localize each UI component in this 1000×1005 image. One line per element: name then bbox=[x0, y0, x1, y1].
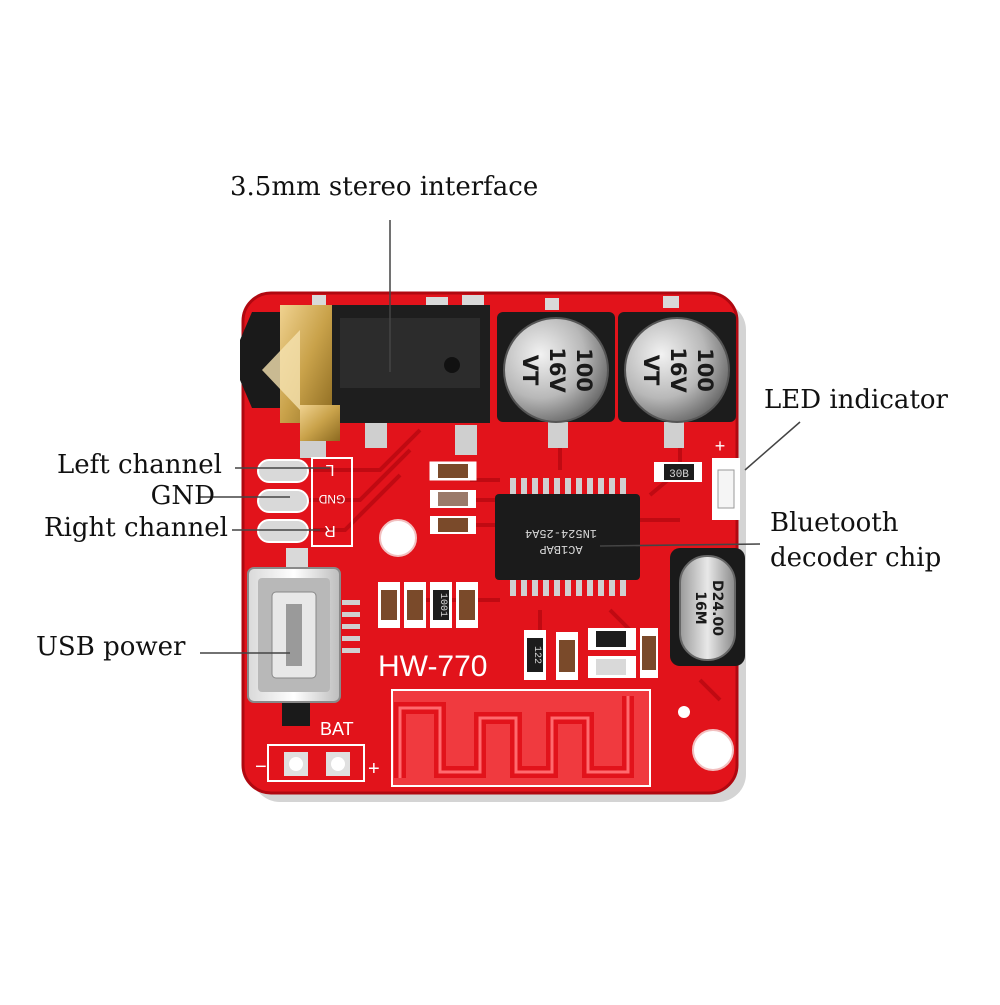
label-usb-power: USB power bbox=[36, 632, 186, 662]
mounting-hole bbox=[379, 519, 417, 557]
crystal: D24.00 16M bbox=[670, 548, 745, 666]
led-plus-label: + bbox=[715, 436, 726, 456]
pad bbox=[312, 295, 326, 305]
pad-label-gnd: GND bbox=[318, 492, 345, 506]
capacitor-1: 100 16V VT bbox=[497, 312, 615, 448]
bat-plus-label: + bbox=[368, 758, 380, 780]
bat-label: BAT bbox=[320, 719, 354, 739]
smd-components-lower: 1001 bbox=[378, 582, 478, 628]
capacitor-series: VT bbox=[639, 355, 663, 386]
capacitor-series: VT bbox=[518, 355, 542, 386]
chip-marking-2: 1N524-25A4 bbox=[525, 526, 597, 540]
battery-pads: − + bbox=[255, 744, 380, 782]
resistor-r1: 30B bbox=[654, 462, 702, 482]
audio-pads: L GND R bbox=[257, 457, 353, 547]
label-stereo-interface: 3.5mm stereo interface bbox=[230, 172, 539, 202]
label-gnd: GND bbox=[150, 481, 215, 511]
pcb-edge bbox=[241, 291, 739, 795]
crystal-marking-2: 16M bbox=[692, 591, 708, 624]
capacitor-value: 100 bbox=[572, 348, 596, 392]
capacitor-2: 100 16V VT bbox=[618, 312, 736, 448]
label-bluetooth: Bluetooth bbox=[770, 508, 899, 538]
bluetooth-chip: AC1BAP 1N524-25A4 bbox=[495, 478, 640, 596]
chip-marking-1: AC1BAP bbox=[539, 542, 582, 556]
pad bbox=[545, 298, 559, 310]
capacitor-value: 100 bbox=[693, 348, 717, 392]
smd-components-left bbox=[429, 461, 477, 534]
bat-minus-label: − bbox=[255, 756, 267, 778]
usb-connector bbox=[247, 548, 360, 726]
mounting-hole bbox=[692, 729, 734, 771]
resistor-r3-marking: 122 bbox=[531, 646, 542, 664]
resistor-r1-marking: 30B bbox=[669, 469, 689, 481]
resistor-r2-marking: 1001 bbox=[437, 593, 448, 617]
capacitor-voltage: 16V bbox=[545, 347, 569, 393]
smd-components-center: 122 bbox=[524, 628, 658, 680]
pad-label-r: R bbox=[324, 522, 336, 539]
pcb-antenna bbox=[391, 689, 651, 787]
pad-label-l: L bbox=[325, 461, 334, 478]
model-label: HW-770 bbox=[378, 650, 487, 683]
crystal-marking-1: D24.00 bbox=[709, 580, 725, 636]
callout-lines bbox=[200, 220, 801, 654]
via bbox=[678, 706, 690, 718]
pad bbox=[663, 296, 679, 308]
label-decoder-chip: decoder chip bbox=[770, 543, 942, 573]
label-left-channel: Left channel bbox=[57, 450, 222, 480]
led-indicator: + bbox=[712, 436, 740, 520]
audio-jack bbox=[240, 305, 490, 458]
label-right-channel: Right channel bbox=[44, 513, 228, 543]
capacitor-voltage: 16V bbox=[666, 347, 690, 393]
label-led-indicator: LED indicator bbox=[764, 385, 948, 415]
